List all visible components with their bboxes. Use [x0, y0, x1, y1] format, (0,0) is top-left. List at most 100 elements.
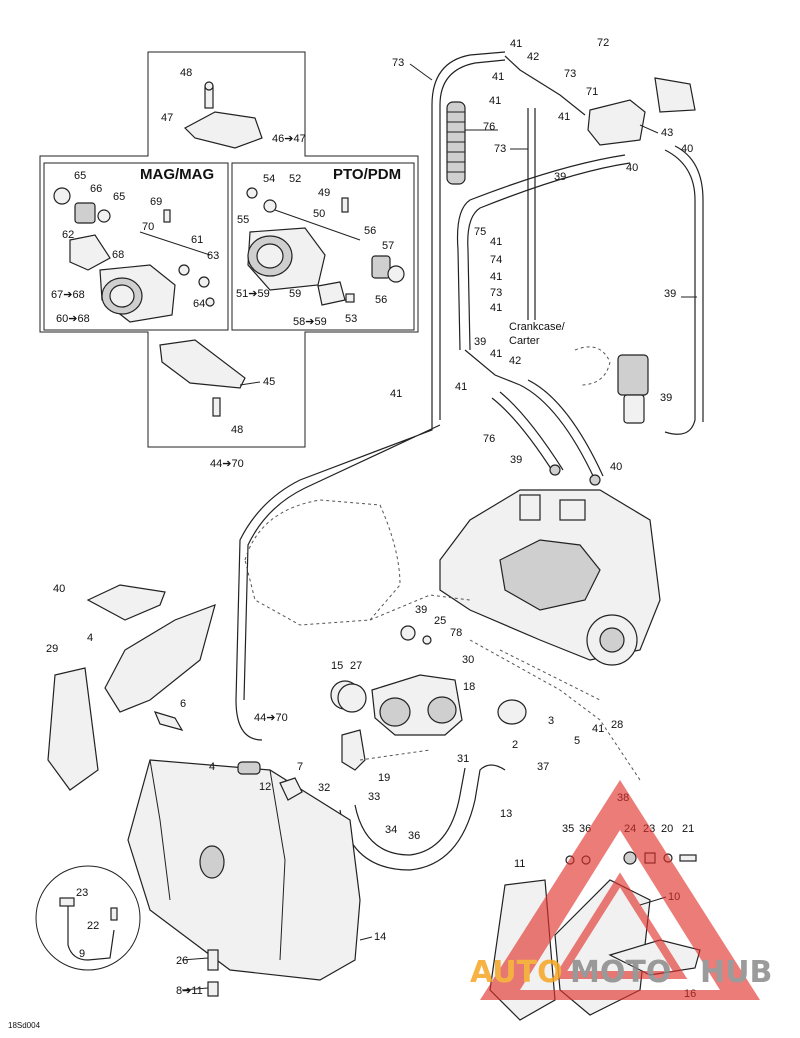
callout: 48 — [231, 424, 243, 436]
callout: 41 — [558, 111, 570, 123]
callout: 29 — [46, 643, 58, 655]
vent-tee-lower — [464, 349, 521, 386]
callout: 5 — [574, 735, 580, 747]
mag-carburetor — [53, 187, 215, 323]
callout: 28 — [611, 719, 623, 731]
spacer-78-30 — [400, 625, 432, 645]
callout: 9 — [79, 948, 85, 960]
mag-panel — [43, 162, 229, 331]
fuel-tank — [127, 759, 361, 981]
callout: 76 — [483, 121, 495, 133]
callout: 72 — [597, 37, 609, 49]
callout: 61 — [191, 234, 203, 246]
bracket-72 — [654, 77, 696, 113]
callout: 44➔70 — [254, 712, 288, 724]
watermark-logo: AUTO MOTO HUB — [470, 780, 772, 1000]
callout: 11 — [514, 858, 525, 870]
callout: 56 — [364, 225, 376, 237]
callout: 43 — [661, 127, 673, 139]
engine-block — [439, 464, 661, 666]
callout: 64 — [193, 298, 205, 310]
callout: 54 — [263, 173, 275, 185]
callout: 57 — [382, 240, 394, 252]
callout: 41 — [510, 38, 522, 50]
callout: 60➔68 — [56, 313, 90, 325]
callout: 7 — [297, 761, 303, 773]
callout: 52 — [289, 173, 301, 185]
bolt-17 — [207, 981, 219, 997]
watermark-hub: HUB — [700, 955, 772, 990]
callout: 75 — [474, 226, 486, 238]
leader-lines — [181, 63, 697, 991]
callout: 39 — [554, 171, 566, 183]
callout: 6 — [180, 698, 186, 710]
silencer-outline — [244, 499, 401, 626]
callout: 39 — [474, 336, 486, 348]
callout: 39 — [510, 454, 522, 466]
callout: 55 — [237, 214, 249, 226]
callout: 26 — [176, 955, 188, 967]
callout: 39 — [415, 604, 427, 616]
callout: 23 — [76, 887, 88, 899]
lower-bracket — [159, 339, 246, 389]
vent-hose-vertical — [527, 108, 536, 320]
callout: 41 — [490, 302, 502, 314]
pto-panel — [231, 162, 415, 331]
hose-35-corrugated — [339, 764, 506, 871]
callout: 4 — [87, 632, 93, 644]
callout: 40 — [53, 583, 65, 595]
callout: 68 — [112, 249, 124, 261]
cap-12 — [237, 761, 261, 775]
clamp-7 — [497, 699, 527, 725]
callout: 73 — [564, 68, 576, 80]
callout: 30 — [462, 654, 474, 666]
callout: 48 — [180, 67, 192, 79]
hose-39-upper — [456, 154, 631, 351]
callout: Crankcase/ — [509, 321, 566, 333]
callout: 50 — [313, 208, 325, 220]
callout: 20 — [661, 823, 673, 835]
callout: 63 — [207, 250, 219, 262]
callout: 58➔59 — [293, 316, 327, 328]
check-valve-43 — [587, 99, 646, 146]
callout: 41 — [490, 236, 502, 248]
watermark-moto: MOTO — [570, 955, 671, 990]
callout: 53 — [345, 313, 357, 325]
callout: 71 — [586, 86, 598, 98]
panel-27 — [104, 604, 216, 713]
callout: 33 — [368, 791, 380, 803]
callout: 19 — [378, 772, 390, 784]
rings-6-18 — [330, 680, 367, 713]
elbow-31 — [341, 729, 366, 771]
callout: 39 — [664, 288, 676, 300]
callout: 62 — [62, 229, 74, 241]
callout: 73 — [494, 143, 506, 155]
callout: 36 — [408, 830, 420, 842]
fuel-filter-assembly — [574, 346, 649, 424]
reference-code: 18Sd004 — [8, 1021, 41, 1030]
callout: 59 — [289, 288, 301, 300]
hose-39-center — [491, 391, 564, 476]
callout: 67➔68 — [51, 289, 85, 301]
callout: 41 — [592, 723, 604, 735]
callout: 42 — [527, 51, 539, 63]
callout: 49 — [318, 187, 330, 199]
callout: 73 — [392, 57, 404, 69]
callout: 65 — [113, 191, 125, 203]
pto-heading: PTO/PDM — [333, 166, 401, 183]
callout: 41 — [489, 95, 501, 107]
callout: 42 — [509, 355, 521, 367]
callout: 46➔47 — [272, 133, 306, 145]
callout: 15 — [331, 660, 343, 672]
callout: 18 — [463, 681, 475, 693]
callout: 41 — [455, 381, 467, 393]
panel-15 — [47, 667, 99, 791]
callout: 41 — [492, 71, 504, 83]
callout: 47 — [161, 112, 173, 124]
callout: 51➔59 — [236, 288, 270, 300]
callout: 45 — [263, 376, 275, 388]
callout: 73 — [490, 287, 502, 299]
callout: 40 — [626, 162, 638, 174]
callout: 74 — [490, 254, 502, 266]
throttle-body-44 — [371, 674, 463, 736]
